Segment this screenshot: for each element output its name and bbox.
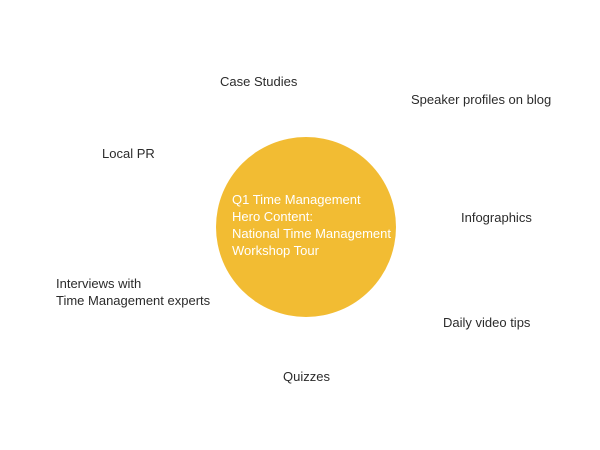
spoke-infographics: Infographics	[461, 210, 532, 225]
spoke-interviews-line: Time Management experts	[56, 293, 211, 308]
spoke-interviews: Interviews with Time Management experts	[56, 275, 210, 309]
hub-label-line: Workshop Tour	[232, 243, 319, 258]
spoke-case-studies: Case Studies	[220, 74, 298, 89]
hub-label-line: Q1 Time Management	[232, 192, 361, 207]
hub-label: Q1 Time Management Hero Content: Nationa…	[232, 191, 402, 259]
spoke-speaker-profiles: Speaker profiles on blog	[411, 92, 552, 107]
spoke-quizzes: Quizzes	[283, 369, 330, 384]
hub-label-line: Hero Content:	[232, 209, 313, 224]
spoke-interviews-line: Interviews with	[56, 276, 142, 291]
hub-label-line: National Time Management	[232, 226, 391, 241]
hub-circle	[216, 137, 396, 317]
spoke-local-pr: Local PR	[102, 146, 155, 161]
spoke-daily-video-tips: Daily video tips	[443, 315, 531, 330]
